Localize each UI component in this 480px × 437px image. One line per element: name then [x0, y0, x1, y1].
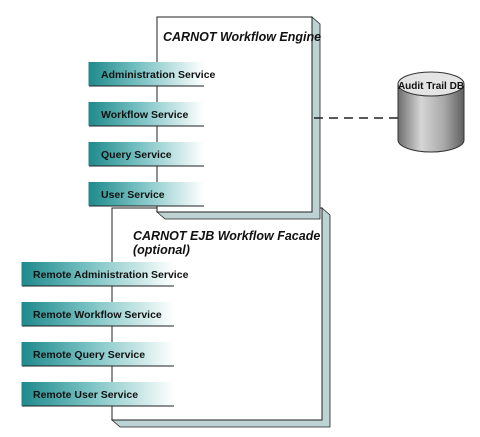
audit-trail-database: Audit Trail DB [397, 71, 465, 153]
engine-title: CARNOT Workflow Engine [163, 30, 321, 44]
facade-services: Remote Administration Service Remote Wor… [21, 262, 189, 407]
database-label: Audit Trail DB [398, 81, 464, 92]
service-label: Remote Query Service [33, 349, 145, 361]
facade-subtitle: (optional) [133, 243, 190, 257]
service-label: Remote Administration Service [33, 269, 189, 281]
service-label: Administration Service [101, 69, 216, 81]
service-interface-administration: Administration Service [88, 62, 216, 87]
engine-services: Administration Service Workflow Service … [88, 62, 216, 207]
service-label: Workflow Service [101, 109, 188, 121]
remote-service-interface-administration: Remote Administration Service [21, 262, 189, 287]
service-label: Remote Workflow Service [33, 309, 162, 321]
remote-service-interface-workflow: Remote Workflow Service [21, 302, 174, 327]
remote-service-interface-query: Remote Query Service [21, 342, 174, 367]
service-interface-user: User Service [88, 182, 204, 207]
service-label: Remote User Service [33, 389, 138, 401]
service-label: User Service [101, 189, 165, 201]
service-interface-query: Query Service [88, 142, 204, 167]
service-interface-workflow: Workflow Service [88, 102, 204, 127]
remote-service-interface-user: Remote User Service [21, 382, 174, 407]
facade-title: CARNOT EJB Workflow Facade [133, 229, 320, 243]
service-label: Query Service [101, 149, 172, 161]
